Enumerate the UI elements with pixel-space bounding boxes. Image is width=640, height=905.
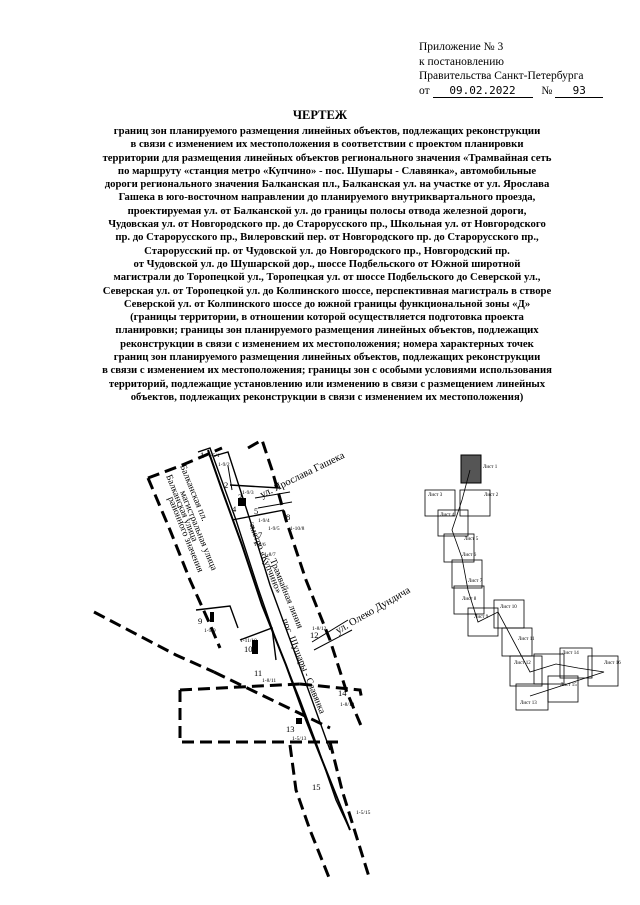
point-number: 12 (310, 630, 319, 640)
point-number: 6 (250, 520, 254, 530)
sheet-label: Лист 16 (604, 661, 621, 666)
sheet-label: Лист 13 (520, 701, 537, 706)
sheet-index: Лист 1 Лист 2 Лист 3 Лист 4 Лист 5 Лист … (424, 454, 621, 711)
sheet-label: Лист 2 (484, 493, 499, 498)
street-label-dundicha: ул. Олеко Дундича (334, 585, 413, 637)
description-line: дороги регионального значения Балканская… (104, 178, 550, 191)
sheet-label: Лист 10 (500, 605, 517, 610)
point-number: 5 (254, 506, 258, 516)
description-line: Гашека в юго-восточном направлении до пл… (118, 191, 536, 204)
zone-label: 1-9/3 (242, 490, 254, 496)
appendix-line-2: к постановлению (419, 55, 504, 68)
description-line: планировки; границы зон планируемого раз… (115, 324, 539, 337)
sheet-label: Лист 7 (468, 579, 483, 584)
zone-label: 1-10/8 (290, 526, 305, 532)
sheet-label: Лист 9 (474, 615, 489, 620)
description-line: по маршруту «станция метро «Купчино» - п… (117, 164, 537, 177)
description-line: реконструкции в связи с изменением их ме… (120, 337, 534, 350)
sheet-label: Лист 14 (562, 651, 579, 656)
appendix-line-1: Приложение № 3 (419, 41, 504, 53)
sheet-label: Лист 3 (428, 493, 443, 498)
point-number: 9 (198, 616, 202, 626)
sheet-label: Лист 8 (462, 597, 477, 602)
point-numbers: 1 2 3 4 5 6 7 8 9 10 11 12 13 14 15 (198, 450, 347, 792)
territory-boundary (93, 437, 372, 881)
point-number: 11 (254, 668, 262, 678)
sheet-label: Лист 6 (462, 553, 477, 558)
sheet-label: Лист 11 (518, 637, 535, 642)
tram-line (207, 449, 351, 831)
description-line: от Чудовской ул. до Шушарской дор., шосс… (133, 257, 521, 270)
sheet-label: Лист 5 (464, 537, 479, 542)
date-prefix: от (419, 84, 430, 97)
description-line: границ зон планируемого размещения линей… (113, 351, 541, 364)
point-number: 3 (238, 492, 242, 502)
zone-labels: 1-5/1 1-9/2 1-9/3 1-9/4 1-9/5 1-9/6 1-8/… (204, 453, 371, 816)
resolution-date: 09.02.2022 (432, 84, 533, 98)
description-line: объектов, подлежащих реконструкции в свя… (130, 390, 524, 403)
description-line: (границы территории, в отношении которой… (130, 311, 524, 324)
sheet-label: Лист 15 (560, 683, 577, 688)
point-markers (210, 498, 302, 724)
resolution-number: 93 (555, 84, 604, 98)
sheet-frame-highlight (460, 454, 482, 484)
appendix-block: Приложение № 3 к постановлению Правитель… (419, 40, 604, 99)
document-description: границ зон планируемого размещения линей… (60, 125, 594, 404)
description-line: Старорусский пр. от Чудовской ул. до Нов… (144, 244, 510, 257)
zone-label: 1-9/4 (258, 518, 270, 524)
zone-label: 1-9/2 (218, 462, 230, 468)
zone-label: 1-8/7 (264, 552, 276, 558)
zone-label: 1-5/15 (356, 810, 371, 816)
description-line: Чудовская ул. от Новгородского пр. до Ст… (108, 218, 546, 231)
description-line: в связи с изменением их местоположения в… (130, 138, 524, 151)
description-line: территорий, подлежащие установлению или … (108, 377, 546, 390)
zone-label: 1-11/10 (240, 638, 257, 644)
sheet-label: Лист 12 (514, 661, 531, 666)
zone-label: 1-8/11 (262, 678, 276, 684)
zone-label: 1-8/14 (340, 702, 355, 708)
zone-label: 1-9/5 (268, 526, 280, 532)
description-line: границ зон планируемого размещения линей… (113, 125, 541, 137)
description-line: территории для размещения линейных объек… (102, 151, 552, 164)
document-title: ЧЕРТЕЖ (292, 108, 348, 122)
zone-label: 1-9/6 (254, 542, 266, 548)
appendix-line-3: Правительства Санкт-Петербурга (419, 70, 584, 82)
point-number: 15 (312, 782, 321, 792)
point-number: 1 (200, 450, 204, 460)
description-line: проектируемая ул. от Балканской ул. до г… (127, 204, 527, 217)
number-prefix: № (541, 84, 553, 97)
point-number: 13 (286, 724, 295, 734)
description-line: пр. до Старорусского пр., Вилеровский пе… (115, 231, 539, 244)
sheet-labels: Лист 1 Лист 2 Лист 3 Лист 4 Лист 5 Лист … (428, 465, 621, 706)
sheet-label: Лист 1 (483, 465, 498, 470)
road-stubs (227, 465, 353, 651)
description-line: магистрали до Торопецкой ул., Торопецкая… (113, 271, 541, 284)
description-line: Северская ул. от Торопецкой ул. до Колпи… (102, 284, 552, 297)
zone-label: 1-8/12 (312, 626, 327, 632)
point-number: 14 (338, 688, 347, 698)
sheet-label: Лист 4 (440, 513, 455, 518)
point-number: 4 (232, 504, 237, 514)
zone-label: 1-9/9 (204, 628, 216, 634)
point-number: 8 (286, 512, 290, 522)
appendix-date-row: от 09.02.2022 № 93 (419, 84, 604, 99)
description-line: Северской ул. от Колпинского шоссе до юж… (123, 297, 531, 310)
description-line: в связи с изменением их местоположения; … (102, 364, 552, 377)
point-number: 7 (258, 530, 262, 540)
zone-label: 1-5/1 (208, 453, 220, 459)
point-number: 10 (244, 644, 253, 654)
point-number: 2 (224, 480, 228, 490)
street-label-gasheka: ул. Ярослава Гашека (258, 450, 346, 501)
zone-label: 1-5/13 (292, 736, 307, 742)
